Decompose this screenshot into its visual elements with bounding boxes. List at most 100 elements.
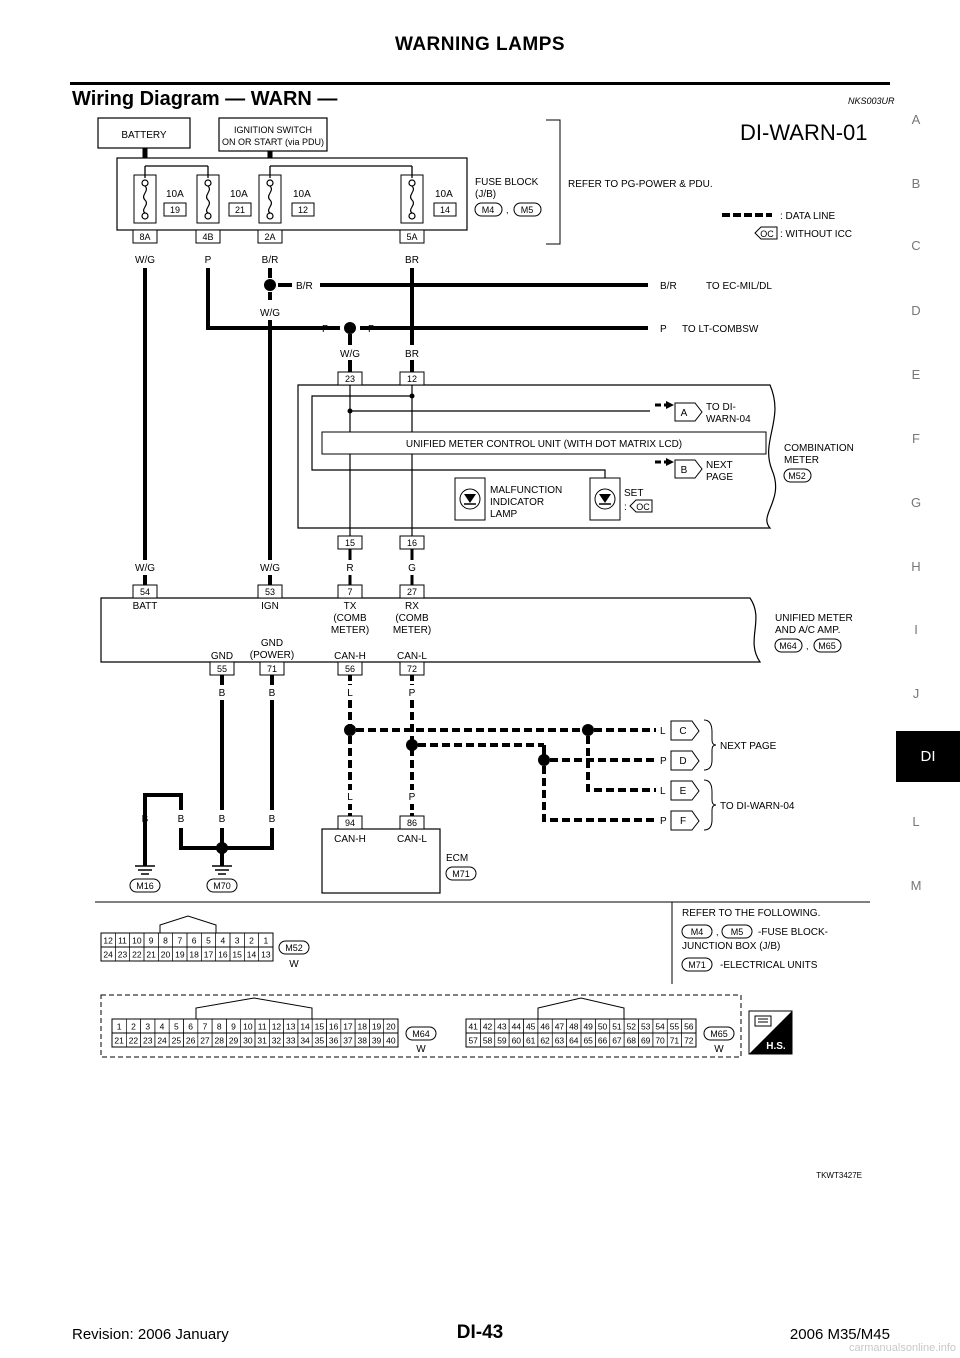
- connector-pin-number: 65: [583, 1036, 593, 1046]
- connector-pin-number: 54: [655, 1022, 665, 1032]
- connector-pin-number: 3: [235, 936, 240, 946]
- side-index-g[interactable]: G: [910, 495, 922, 510]
- svg-text:BR: BR: [405, 255, 419, 266]
- svg-text:,: ,: [716, 927, 719, 937]
- fuse-block-label-2: (J/B): [475, 189, 496, 200]
- connector-pin-number: 52: [627, 1022, 637, 1032]
- connector-pin-number: 4: [160, 1022, 165, 1032]
- svg-text:ECM: ECM: [446, 853, 468, 864]
- connector-pin-number: 26: [186, 1036, 196, 1046]
- amp-terminal-53: 53: [265, 587, 275, 597]
- connector-pin-number: 1: [117, 1022, 122, 1032]
- connector-pin-number: 2: [249, 936, 254, 946]
- fuse-12-box: [258, 174, 282, 224]
- ignition-label-2: ON OR START (via PDU): [222, 137, 324, 147]
- connector-pin-cell: [258, 946, 274, 962]
- pg-bracket: [546, 119, 561, 245]
- connector-pin-number: 18: [189, 950, 199, 960]
- svg-text:LAMP: LAMP: [490, 509, 518, 520]
- connector-group-frame: [100, 994, 742, 1058]
- amp-conn-m64: M64: [779, 641, 797, 651]
- connector-tag-f: [670, 810, 700, 831]
- svg-text:A: A: [681, 408, 688, 419]
- amp-terminal-27: 27: [407, 587, 417, 597]
- connector-tag-c: [670, 720, 700, 741]
- connector-pin-number: 46: [540, 1022, 550, 1032]
- svg-text:F: F: [680, 816, 686, 827]
- connector-pin-number: 45: [526, 1022, 536, 1032]
- ecm-terminal-94: 94: [345, 818, 355, 828]
- side-index-e[interactable]: E: [911, 367, 921, 382]
- svg-text:AND A/C AMP.: AND A/C AMP.: [775, 625, 840, 636]
- svg-text:: WITHOUT ICC: : WITHOUT ICC: [780, 229, 852, 240]
- svg-text:TO DI-WARN-04: TO DI-WARN-04: [720, 801, 795, 812]
- connector-pin-number: 6: [188, 1022, 193, 1032]
- fuse-conn-m5: M5: [521, 205, 534, 215]
- splice-p: [344, 322, 356, 334]
- terminal-8a: [132, 229, 158, 244]
- set-lamp-icon: [594, 488, 616, 510]
- side-index-b[interactable]: B: [911, 176, 921, 191]
- connector-pin-number: 39: [372, 1036, 382, 1046]
- svg-text:CAN-H: CAN-H: [334, 651, 366, 662]
- svg-text:RX: RX: [405, 601, 419, 612]
- connector-pin-number: 55: [670, 1022, 680, 1032]
- m65-label: M65: [710, 1029, 728, 1039]
- svg-text:WARN-04: WARN-04: [706, 414, 751, 425]
- svg-text:CAN-L: CAN-L: [397, 651, 427, 662]
- fuse-1-amp: 10A: [166, 189, 184, 200]
- side-index-a[interactable]: A: [911, 112, 921, 127]
- svg-text:B: B: [219, 814, 226, 825]
- connector-pin-number: 24: [103, 950, 113, 960]
- side-index-c[interactable]: C: [911, 238, 921, 253]
- svg-text:METER): METER): [331, 625, 369, 636]
- connector-pin-number: 37: [343, 1036, 353, 1046]
- ecm-terminal-86: 86: [407, 818, 417, 828]
- svg-text:TX: TX: [344, 601, 357, 612]
- oc-legend-tag: [754, 226, 778, 240]
- connector-pin-number: 3: [145, 1022, 150, 1032]
- connector-pin-number: 34: [300, 1036, 310, 1046]
- side-index-m[interactable]: M: [910, 878, 922, 893]
- svg-text:P: P: [368, 324, 375, 335]
- connector-tag-d: [670, 750, 700, 771]
- connector-pin-number: 47: [555, 1022, 565, 1032]
- connector-tag-a: [674, 402, 703, 422]
- side-index-f[interactable]: F: [912, 431, 920, 446]
- ecm-box: [321, 828, 441, 894]
- connector-pin-number: 12: [272, 1022, 282, 1032]
- connector-pin-cell: [383, 1032, 399, 1048]
- svg-text:P: P: [660, 816, 667, 827]
- side-index-j[interactable]: J: [912, 686, 920, 701]
- connector-pin-number: 13: [286, 1022, 296, 1032]
- refer-pg-label: REFER TO PG-POWER & PDU.: [568, 179, 713, 190]
- side-index-l[interactable]: L: [912, 814, 920, 829]
- mil-lamp-icon: [459, 488, 481, 510]
- side-index-d[interactable]: D: [911, 303, 921, 318]
- connector-pin-number: 12: [103, 936, 113, 946]
- svg-text:L: L: [347, 688, 353, 699]
- svg-text:TO EC-MIL/DL: TO EC-MIL/DL: [706, 281, 772, 292]
- connector-pin-number: 30: [243, 1036, 253, 1046]
- connector-pin-number: 58: [483, 1036, 493, 1046]
- svg-text:BR: BR: [405, 349, 419, 360]
- connector-pin-number: 2: [131, 1022, 136, 1032]
- side-index-i[interactable]: I: [914, 622, 918, 637]
- svg-text:,: ,: [806, 641, 809, 651]
- connector-pin-number: 14: [247, 950, 257, 960]
- connector-pin-number: 13: [261, 950, 271, 960]
- ecm-conn-m71: M71: [452, 869, 470, 879]
- connector-pin-number: 71: [670, 1036, 680, 1046]
- bracket-to-di-warn04: [703, 779, 717, 831]
- svg-text:(COMB: (COMB: [395, 613, 429, 624]
- connector-pin-number: 72: [684, 1036, 694, 1046]
- connector-pin-number: 70: [655, 1036, 665, 1046]
- connector-pin-number: 4: [220, 936, 225, 946]
- side-index-h[interactable]: H: [911, 559, 921, 574]
- fuse-21-box: [196, 174, 220, 224]
- connector-pin-number: 60: [512, 1036, 522, 1046]
- footer-revision: Revision: 2006 January: [72, 1326, 229, 1343]
- svg-text:P: P: [409, 688, 416, 699]
- side-index-di-active[interactable]: DI: [896, 731, 960, 782]
